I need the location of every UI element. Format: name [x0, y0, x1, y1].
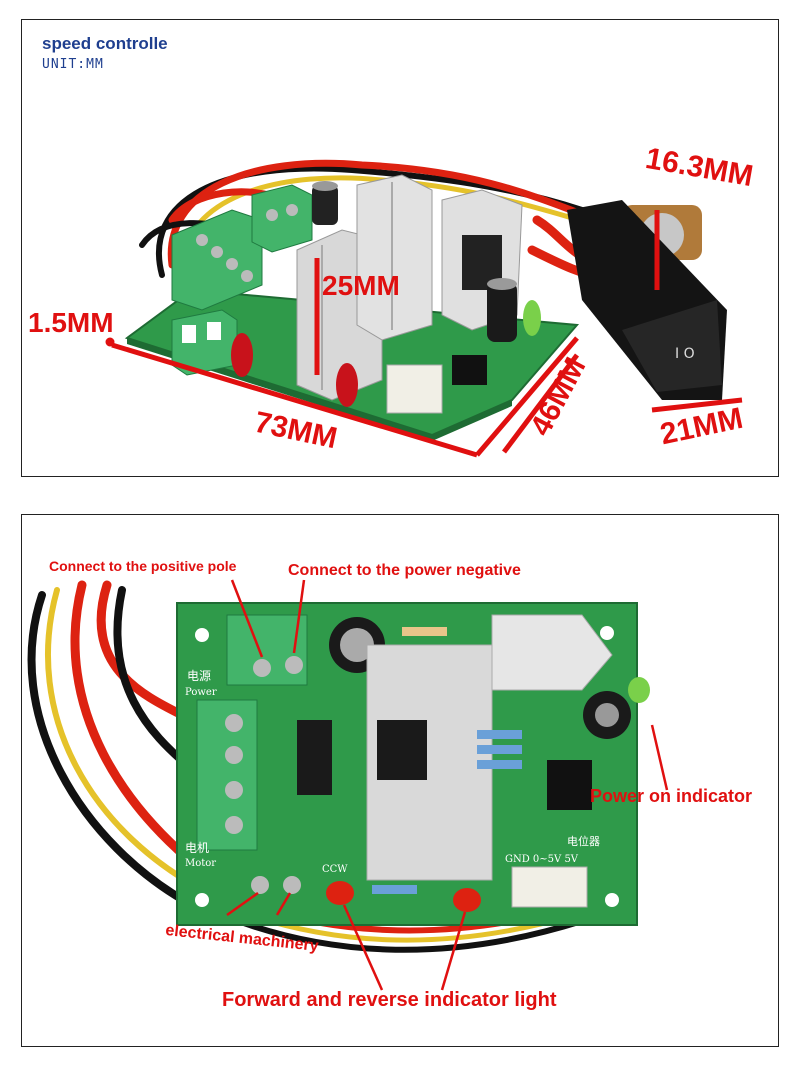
terminal-block-power [251, 184, 313, 253]
label-positive-pole: Connect to the positive pole [49, 558, 237, 574]
product-title: speed controlle [42, 34, 168, 53]
led-red-left [231, 333, 253, 377]
led-cw [453, 888, 481, 912]
heatsink-center [356, 174, 433, 341]
pot-connector [386, 364, 443, 414]
silk-motor-cn: 电机 [185, 841, 209, 855]
ic-chip [547, 760, 592, 810]
rocker-switch: I O [567, 200, 727, 400]
led-ccw [326, 881, 354, 905]
dim-heatsink-height: 25MM [322, 270, 400, 301]
capacitor-small [583, 691, 631, 739]
silk-power-cn: 电源 [187, 669, 211, 683]
controller-photo-top: I O [105, 159, 743, 458]
terminal-motor [196, 699, 258, 851]
label-power-negative: Connect to the power negative [288, 562, 521, 579]
silk-ccw: CCW [322, 864, 348, 875]
annotation-arrows [226, 579, 669, 991]
silk-pot-pins: GND 0~5V 5V [505, 854, 579, 865]
silk-motor-en: Motor [185, 858, 216, 869]
dimension-photo-panel: speed controlle UNIT:MM [21, 19, 779, 477]
wiring-photo-panel: 电源 Power 电机 Motor CCW 电位器 GND 0~5V 5V Co… [21, 514, 779, 1047]
pot-connector [511, 866, 588, 908]
resistors [372, 627, 522, 894]
mosfet [377, 720, 427, 780]
heatsink-main [366, 644, 493, 881]
led-green [523, 300, 541, 336]
diode [297, 720, 332, 795]
silk-power-en: Power [185, 687, 217, 698]
terminal-power [226, 614, 308, 686]
terminal-block-motor [171, 209, 263, 311]
svg-text:I O: I O [675, 346, 695, 362]
capacitor-right [487, 278, 517, 342]
capacitor-top [312, 181, 338, 225]
motor-screw-1 [251, 876, 269, 894]
led-power [628, 677, 650, 703]
unit-label: UNIT:MM [42, 57, 104, 72]
heatsink-top-right [491, 614, 613, 691]
label-power-on: Power on indicator [590, 786, 753, 806]
motor-screw-2 [283, 876, 301, 894]
dimension-lines [105, 210, 743, 458]
ic-chip [452, 355, 487, 385]
silk-pot-cn: 电位器 [567, 834, 600, 848]
led-red-right [336, 363, 358, 407]
label-fwd-rev: Forward and reverse indicator light [222, 989, 557, 1011]
dim-board-thickness: 1.5MM [28, 307, 114, 338]
controller-photo-bottom: 电源 Power 电机 Motor CCW 电位器 GND 0~5V 5V [27, 579, 669, 991]
